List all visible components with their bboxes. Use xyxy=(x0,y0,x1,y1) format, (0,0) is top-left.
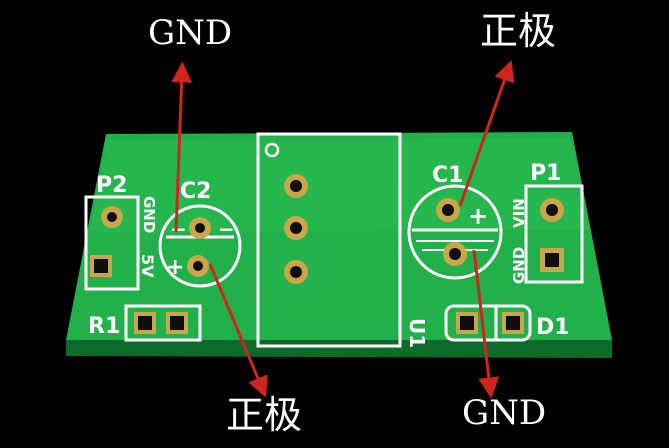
arrow-gnd-bottom xyxy=(472,249,500,399)
label-p2: P2 xyxy=(96,173,127,198)
c2-outline xyxy=(158,204,242,288)
c1-plus-mark: + xyxy=(468,202,488,230)
label-d1: D1 xyxy=(536,315,570,340)
r1-pad-1-hole xyxy=(138,316,152,330)
u1-pad-3-hole xyxy=(290,266,302,278)
arrow-pos-top xyxy=(458,60,515,207)
u1-pad-2-hole xyxy=(290,222,302,234)
label-u1: U1 xyxy=(405,318,429,348)
label-p2-gnd: GND xyxy=(140,196,158,233)
u1-pin1-marker xyxy=(264,142,280,158)
label-p2-5v: 5V xyxy=(138,254,157,278)
label-r1: R1 xyxy=(88,314,120,339)
label-p1-gnd: GND xyxy=(510,247,528,284)
p2-pad-2-hole xyxy=(94,259,108,273)
p2-outline xyxy=(84,195,140,291)
d1-pad-2-hole xyxy=(506,316,520,330)
label-c2: C2 xyxy=(180,179,211,204)
c2-pad-top-hole xyxy=(195,223,205,233)
r1-outline xyxy=(124,304,202,342)
callout-positive-bottom: 正极 xyxy=(226,393,303,437)
c2-pad-bottom-hole xyxy=(193,261,203,271)
c2-plus-mark: + xyxy=(166,255,184,280)
d1-pad-1-hole xyxy=(460,316,474,330)
label-p1: P1 xyxy=(530,161,561,186)
r1-pad-2-hole xyxy=(170,316,184,330)
d1-outline xyxy=(444,304,532,342)
label-p1-vin: VIN xyxy=(510,198,528,228)
c1-outline xyxy=(407,184,503,280)
p2-pad-1-hole xyxy=(107,212,117,222)
board-top xyxy=(66,132,612,340)
callout-positive-top: 正极 xyxy=(480,9,557,53)
p1-outline xyxy=(524,184,584,284)
c2-minus-mark-right: − xyxy=(218,217,235,241)
board-edge xyxy=(66,340,612,358)
u1-outline xyxy=(256,132,402,348)
arrow-gnd-top xyxy=(171,61,193,233)
callout-gnd-bottom: GND xyxy=(462,393,547,433)
c1-pad-bottom-hole xyxy=(449,248,461,260)
arrow-pos-bottom xyxy=(208,263,268,398)
c2-minus-mark-left: − xyxy=(170,217,187,241)
label-c1: C1 xyxy=(432,163,463,188)
callout-gnd-top: GND xyxy=(148,13,233,53)
c1-pad-top-hole xyxy=(442,204,454,216)
p1-pad-1-hole xyxy=(546,204,558,216)
p1-pad-2-hole xyxy=(545,253,559,267)
u1-pad-1-hole xyxy=(290,180,302,192)
